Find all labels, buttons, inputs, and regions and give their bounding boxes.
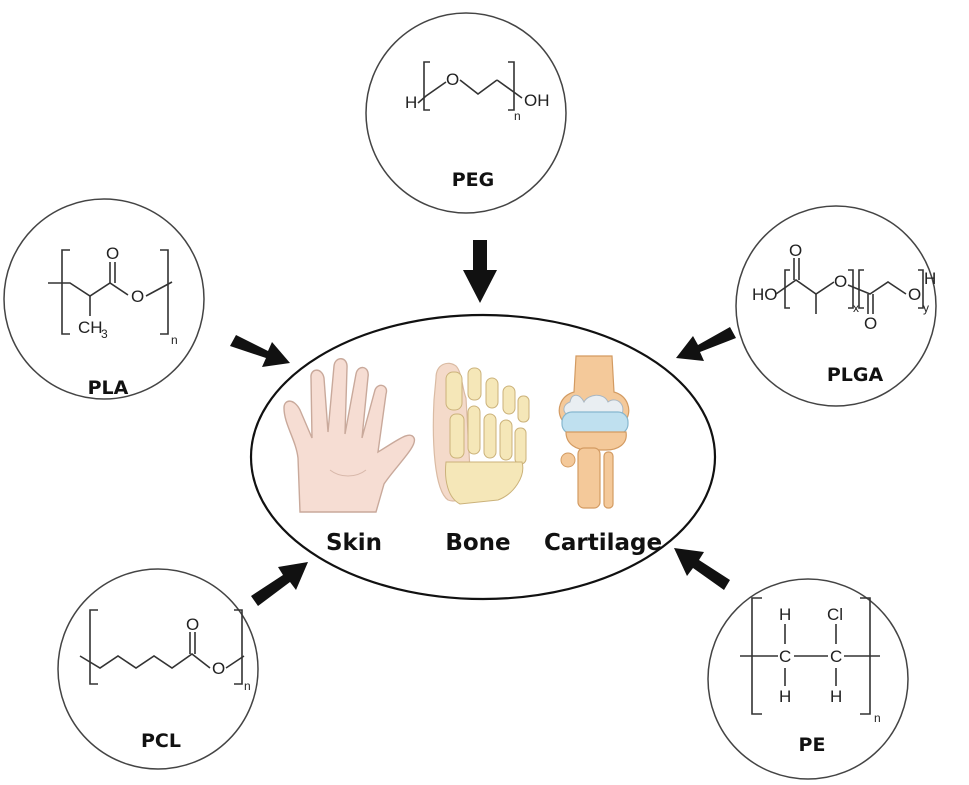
plga-h-atom: H [924,269,936,288]
plga-o3-atom: O [864,314,877,333]
peg-node: H O n OH PEG [365,12,567,214]
arrow-pcl [251,562,308,606]
arrow-peg [463,240,497,303]
plga-node: HO O O x O O y H PLGA [735,205,937,407]
pcl-n-sub: n [244,679,251,693]
pe-h-bottom-left: H [779,687,791,706]
arrow-pla [230,335,290,367]
pla-ch3-sub: 3 [101,327,108,341]
pcl-node: O O n PCL [57,568,259,770]
plga-o2-atom: O [834,272,847,291]
plga-ho-group: HO [752,285,778,304]
pe-h-bottom-right: H [830,687,842,706]
plga-x-sub: x [853,301,859,315]
pla-node: O O CH 3 n PLA [3,198,205,400]
pla-o-carbonyl: O [106,244,119,263]
pe-label: PE [799,734,826,756]
peg-label: PEG [452,169,495,191]
pla-ch3-group: CH [78,318,103,337]
pla-n-sub: n [171,333,178,347]
plga-o1-atom: O [789,241,802,260]
knee-joint-icon [558,355,630,509]
peg-oh-group: OH [524,91,550,110]
pla-o-ester: O [131,287,144,306]
pe-node: H Cl C C H H n PE [707,578,909,780]
tissue-label-bone: Bone [445,530,510,556]
peg-n-sub: n [514,109,521,123]
pcl-label: PCL [141,730,181,752]
tissue-label-skin: Skin [326,530,382,556]
plga-label: PLGA [827,364,884,386]
pcl-o-ester: O [212,659,225,678]
pe-c2-atom: C [830,647,842,666]
plga-y-sub: y [923,301,929,315]
plga-o4-atom: O [908,285,921,304]
peg-h-atom: H [405,93,417,112]
pe-h-top-left: H [779,605,791,624]
pcl-o-carbonyl: O [186,615,199,634]
arrow-plga [676,327,736,361]
pe-c1-atom: C [779,647,791,666]
peg-o-atom: O [446,70,459,89]
pla-label: PLA [88,377,129,399]
pe-cl-atom: Cl [827,605,843,624]
arrow-pe [674,548,730,590]
pe-n-sub: n [874,711,881,725]
hand-icon [283,358,416,513]
foot-bone-icon [432,362,530,505]
tissue-label-cartilage: Cartilage [544,530,662,556]
